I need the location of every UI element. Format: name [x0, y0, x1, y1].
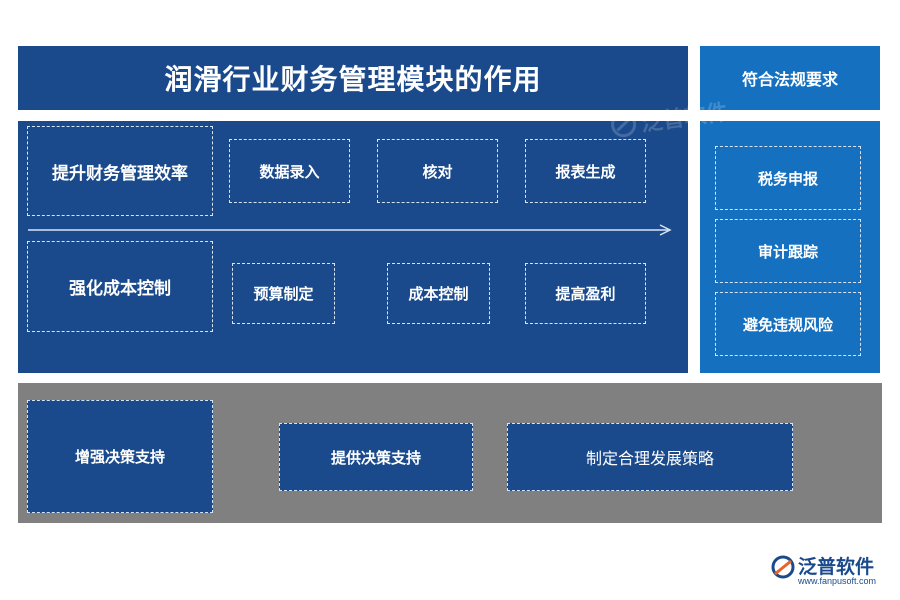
- compliance-item-risk: 避免违规风险: [715, 292, 861, 356]
- decision-step-strategy: 制定合理发展策略: [507, 423, 793, 491]
- decision-label-box: 增强决策支持: [27, 400, 213, 513]
- decision-step-support: 提供决策支持: [279, 423, 473, 491]
- brand-url: www.fanpusoft.com: [798, 576, 877, 586]
- efficiency-step-data-entry: 数据录入: [229, 139, 350, 203]
- cost-step-budget: 预算制定: [232, 263, 335, 324]
- efficiency-label-box: 提升财务管理效率: [27, 126, 213, 216]
- efficiency-step-check: 核对: [377, 139, 498, 203]
- watermark-logo-icon: [611, 112, 637, 138]
- cost-step-control: 成本控制: [387, 263, 490, 324]
- compliance-title: 符合法规要求: [700, 46, 880, 110]
- brand-logo: 泛普软件 www.fanpusoft.com: [770, 552, 895, 592]
- compliance-item-tax: 税务申报: [715, 146, 861, 210]
- watermark-text: 泛普软件: [639, 100, 730, 138]
- brand-name: 泛普软件: [798, 556, 875, 578]
- watermark: 泛普软件: [607, 76, 764, 156]
- efficiency-step-report: 报表生成: [525, 139, 646, 203]
- cost-step-profit: 提高盈利: [525, 263, 646, 324]
- compliance-item-audit: 审计跟踪: [715, 219, 861, 283]
- diagram-title: 润滑行业财务管理模块的作用: [18, 46, 688, 110]
- flow-arrow: [28, 224, 672, 236]
- compliance-panel: [700, 121, 880, 373]
- cost-label-box: 强化成本控制: [27, 241, 213, 332]
- fanpu-logo-icon: [771, 555, 795, 579]
